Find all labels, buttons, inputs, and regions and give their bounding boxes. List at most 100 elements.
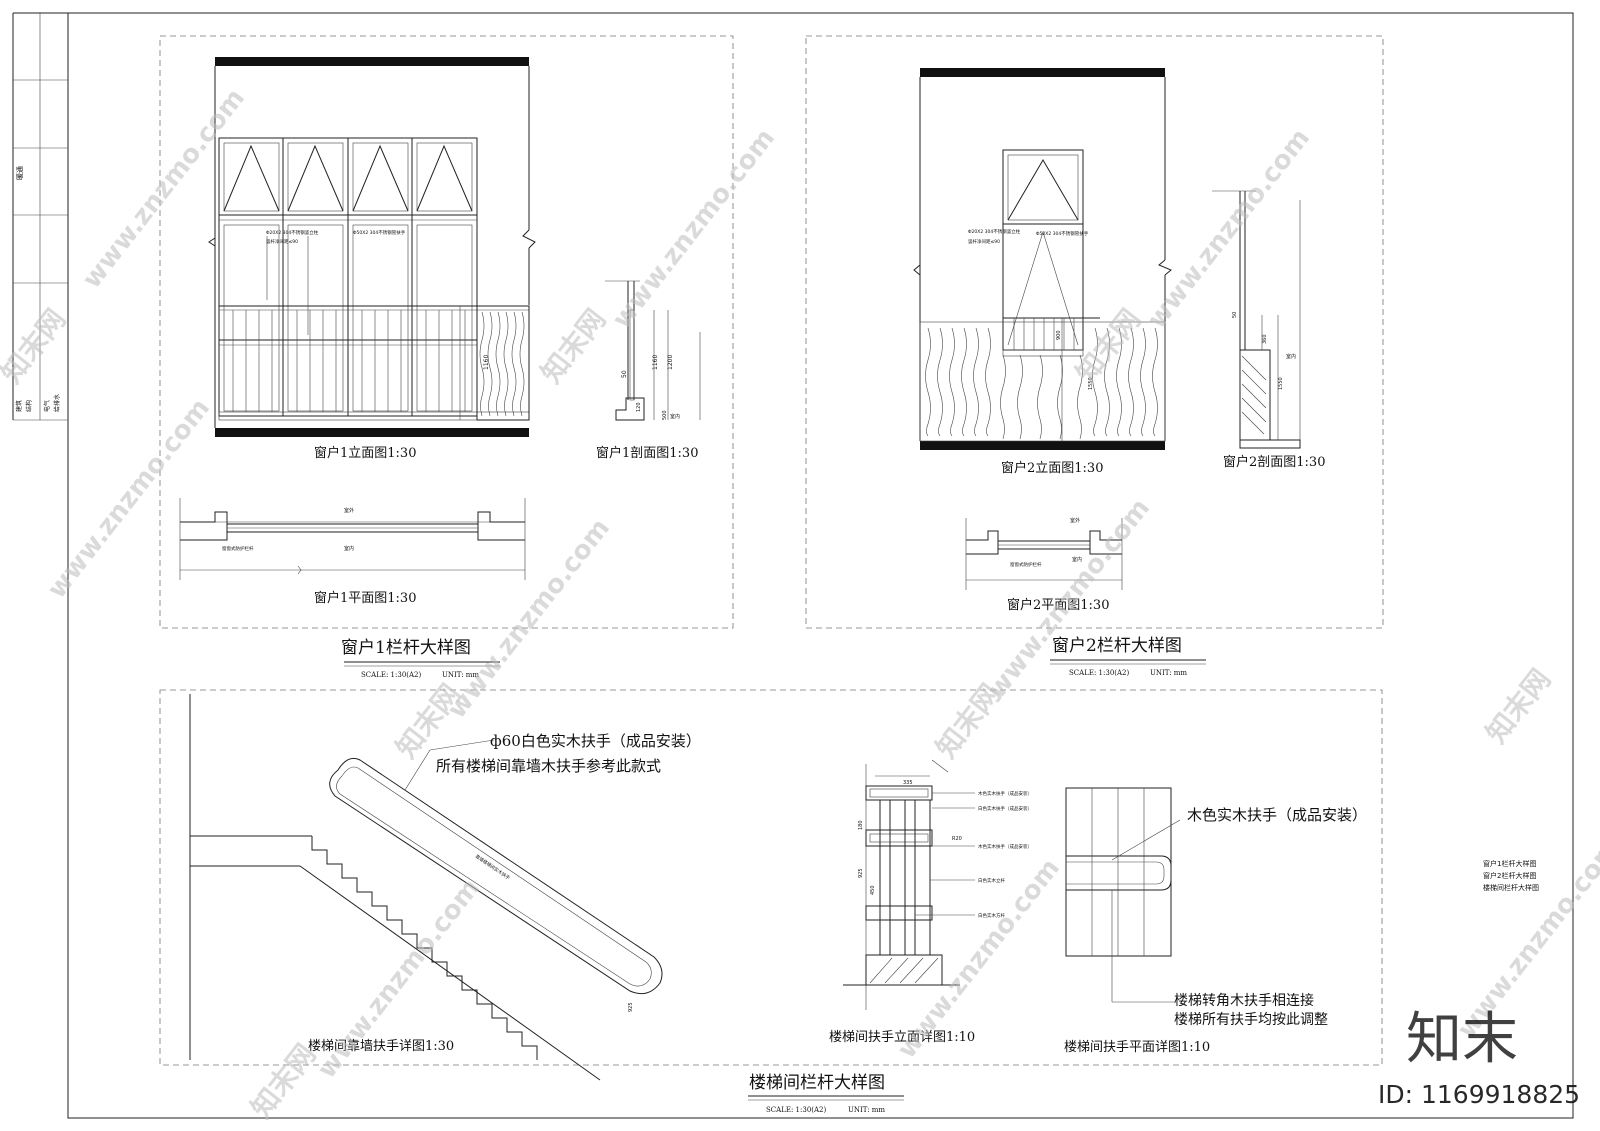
w2-plan-outdoor: 室外 [1070, 517, 1080, 524]
w2-note-2: 竖杆净间距≤90 [968, 238, 1000, 245]
stair-sheet-title: 楼梯间栏杆大样图 [749, 1073, 885, 1093]
strip-discipline-1: 建筑 [15, 400, 23, 412]
window2-elevation: 900 1550 Φ20X2 304不锈钢竖立柱 竖杆净间距≤90 Φ50X2 … [913, 68, 1172, 450]
stair-plan-title: 楼梯间扶手平面详图1:10 [1064, 1040, 1210, 1055]
stair-plan-detail [1065, 787, 1181, 1003]
w1-sec-label: 室内 [670, 413, 680, 420]
stair-elev-dim-5: R20 [952, 836, 962, 842]
watermark-site-8: www.znzmo.com [892, 853, 1066, 1064]
w2-sec-dim-3: 1550 [1278, 377, 1284, 390]
stair-handrail-note-2: 所有楼梯间靠墙木扶手参考此款式 [436, 757, 661, 775]
stair-rail-dim: 925 [628, 1002, 634, 1012]
w2-sheet-title: 窗户2栏杆大样图 [1052, 636, 1182, 656]
w2-note-3: Φ50X2 304不锈钢管扶手 [1036, 230, 1089, 237]
watermark-brand-1: 知末网 [0, 303, 72, 390]
drawing-list-item-2: 窗户2栏杆大样图 [1483, 871, 1536, 880]
watermark-brand-3: 知末网 [1070, 303, 1148, 390]
w2-unit: UNIT: mm [1150, 669, 1187, 677]
stair-wall-detail-title: 楼梯间靠墙扶手详图1:30 [308, 1039, 454, 1054]
w2-section-title: 窗户2剖面图1:30 [1223, 454, 1325, 470]
w1-note-2: 竖杆净间距≤90 [266, 238, 298, 245]
stair-unit: UNIT: mm [848, 1106, 885, 1114]
drawing-list-item-1: 窗户1栏杆大样图 [1483, 859, 1536, 868]
stair-elev-dim-1: 335 [903, 780, 913, 786]
stair-elev-note-2: 白色实木扶手（成品安装） [978, 805, 1032, 812]
w1-unit: UNIT: mm [442, 671, 479, 679]
stair-elev-note-4: 白色实木立杆 [978, 877, 1005, 884]
stair-rail-label: 靠墙楼梯间实木扶手 [474, 853, 512, 882]
strip-discipline-2: 结构 [25, 400, 33, 412]
w2-elev-dim-2: 1550 [1088, 377, 1094, 390]
w2-sec-dim-2: 50 [1232, 312, 1238, 318]
watermark-brand-5: 知末网 [930, 678, 1008, 765]
w2-sec-dim-1: 360 [1262, 334, 1268, 344]
watermark-corner: 知末 ID: 1169918825 [1378, 1007, 1580, 1109]
window2-section: 360 50 1550 室内 [1212, 190, 1301, 449]
panel-borders [159, 35, 1384, 1066]
watermark-site-5: www.znzmo.com [442, 513, 616, 724]
w1-section-title: 窗户1剖面图1:30 [596, 445, 698, 461]
stair-wall-detail: 靠墙楼梯间实木扶手 925 [189, 694, 663, 1081]
window1-section: 1160 1200 50 120 500 室内 [605, 280, 701, 421]
drawing-list: 窗户1栏杆大样图 窗户2栏杆大样图 楼梯间栏杆大样图 [1483, 859, 1539, 892]
w1-note-3: Φ50X2 304不锈钢管扶手 [353, 229, 406, 236]
w1-sheet-title-block: 窗户1栏杆大样图 SCALE: 1:30(A2) UNIT: mm [341, 638, 500, 679]
w1-sec-dim-2: 1200 [667, 355, 674, 370]
strip-vertical-label: 暖通 [15, 166, 24, 180]
w1-scale: SCALE: 1:30(A2) [361, 671, 422, 679]
stair-elev-note-1: 木色实木扶手（成品安装） [978, 790, 1032, 797]
stair-sheet-title-block: 楼梯间栏杆大样图 SCALE: 1:30(A2) UNIT: mm [748, 1073, 904, 1114]
stair-corner-note-2: 楼梯所有扶手均按此调整 [1174, 1012, 1328, 1028]
stair-plan-note: 木色实木扶手（成品安装） [1187, 806, 1367, 824]
stair-corner-note-1: 楼梯转角木扶手相连接 [1174, 992, 1314, 1009]
strip-discipline-4: 给排水 [53, 394, 61, 412]
window1-plan: 室外 室内 窗窗式防护栏杆 [179, 498, 526, 580]
w1-elevation-title: 窗户1立面图1:30 [314, 445, 416, 461]
drawing-list-item-3: 楼梯间栏杆大样图 [1483, 883, 1539, 892]
watermark-brand-7: 知末网 [245, 1038, 323, 1125]
stair-elev-dim-4: 450 [870, 885, 876, 895]
stair-elevation-title: 楼梯间扶手立面详图1:10 [829, 1030, 975, 1045]
w1-sec-dim-5: 500 [662, 410, 668, 420]
w2-sheet-title-block: 窗户2栏杆大样图 SCALE: 1:30(A2) UNIT: mm [1050, 636, 1206, 677]
w1-sec-dim-3: 50 [621, 370, 628, 378]
w1-plan-rail: 窗窗式防护栏杆 [222, 545, 254, 552]
w1-sec-dim-1: 1160 [652, 355, 659, 370]
stair-scale: SCALE: 1:30(A2) [766, 1106, 827, 1114]
watermark-brand-4: 知末网 [390, 678, 468, 765]
w2-plan-title: 窗户2平面图1:30 [1007, 597, 1109, 613]
w1-plan-indoor: 室内 [344, 545, 354, 552]
w2-sec-label: 室内 [1286, 353, 1296, 360]
stair-elevation-detail: 木色实木扶手（成品安装） 白色实木扶手（成品安装） 木色实木扶手（成品安装） 白… [843, 759, 1032, 1010]
w2-elevation-title: 窗户2立面图1:30 [1001, 460, 1103, 476]
watermarks: www.znzmo.com www.znzmo.com www.znzmo.co… [0, 83, 1600, 1124]
w1-plan-title: 窗户1平面图1:30 [314, 590, 416, 606]
w1-elev-dim: 1160 [483, 355, 490, 370]
w1-sec-dim-4: 120 [636, 402, 642, 412]
w1-plan-outdoor: 室外 [344, 507, 354, 514]
stair-elev-dim-3: 925 [858, 868, 864, 878]
stair-elev-note-5: 白色实木方杆 [978, 912, 1005, 919]
w2-plan-rail: 窗窗式防护栏杆 [1010, 561, 1042, 568]
watermark-site-2: www.znzmo.com [607, 123, 781, 334]
sheet-frame [12, 12, 1574, 1119]
watermark-brand-6: 知末网 [1480, 663, 1558, 750]
watermark-logo: 知末 [1406, 1007, 1518, 1072]
stair-handrail-note-1: ф60白色实木扶手（成品安装） [490, 732, 701, 750]
w2-scale: SCALE: 1:30(A2) [1069, 669, 1130, 677]
watermark-site-3: www.znzmo.com [1142, 123, 1316, 334]
w2-plan-indoor: 室内 [1072, 556, 1082, 563]
watermark-brand-2: 知末网 [535, 303, 613, 390]
w2-elev-dim-1: 900 [1056, 330, 1062, 340]
watermark-site-1: www.znzmo.com [77, 83, 251, 294]
window2-plan: 室外 室内 窗窗式防护栏杆 [965, 517, 1123, 590]
w2-note-1: Φ20X2 304不锈钢竖立柱 [968, 228, 1021, 235]
strip-discipline-3: 电气 [43, 400, 51, 412]
stair-elev-note-3: 木色实木扶手（成品安装） [978, 843, 1032, 850]
window1-elevation: 1160 Φ20X2 304不锈钢竖立柱 竖杆净间距≤90 Φ50X2 304不… [208, 57, 536, 437]
watermark-id: ID: 1169918825 [1378, 1080, 1580, 1109]
stair-elev-dim-2: 180 [858, 820, 864, 830]
w1-note-1: Φ20X2 304不锈钢竖立柱 [266, 229, 319, 236]
w1-sheet-title: 窗户1栏杆大样图 [341, 638, 471, 658]
